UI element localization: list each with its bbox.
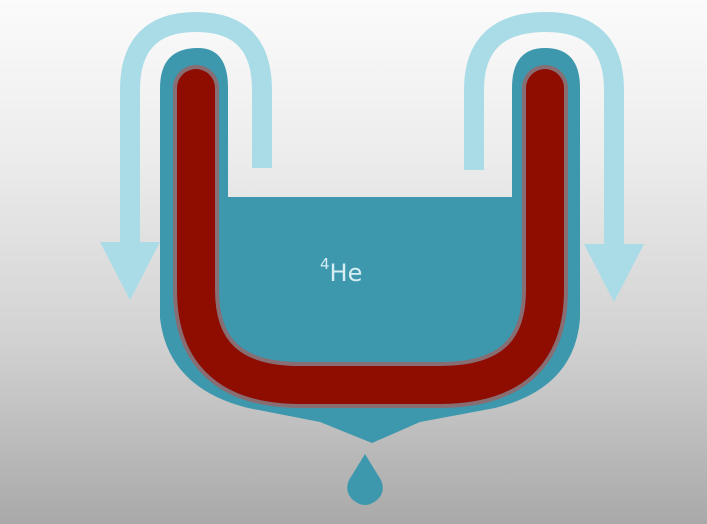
helium-4-label: 4He: [320, 258, 410, 287]
right-flow-arrowhead: [584, 244, 644, 302]
helium-drip: [347, 454, 383, 505]
left-flow-arrowhead: [100, 242, 160, 300]
element-symbol: He: [330, 259, 363, 287]
mass-number: 4: [320, 255, 330, 273]
